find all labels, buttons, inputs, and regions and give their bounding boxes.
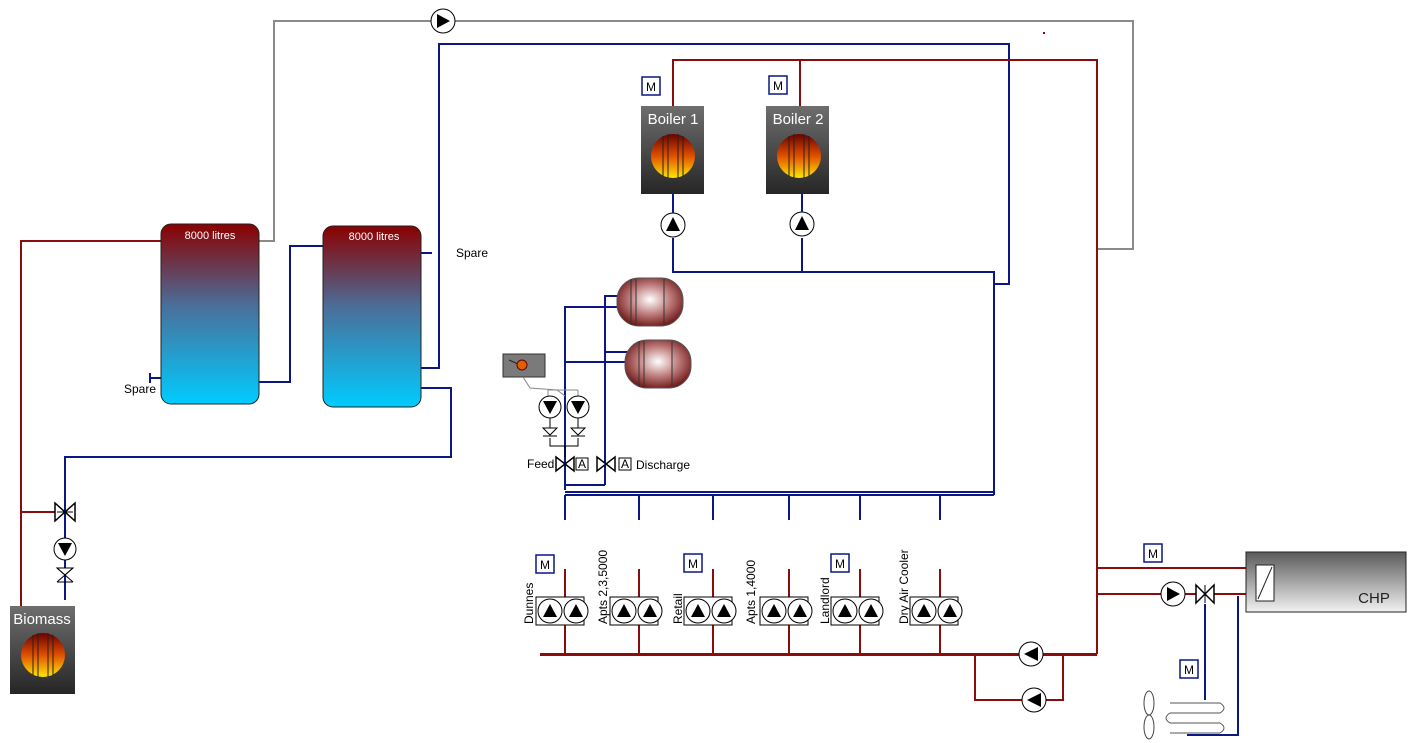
circuit-label: Dunnes (522, 583, 536, 624)
feed-valve[interactable]: A (555, 455, 589, 473)
return-pipework (64, 43, 1239, 736)
spare-label-tank-2: Spare (456, 246, 488, 260)
pressurisation-pump-1[interactable] (538, 395, 562, 419)
svg-text:M: M (540, 558, 550, 572)
spare-label-tank-1: Spare (124, 382, 156, 396)
expansion-vessel-2 (624, 339, 692, 389)
chp-mixing-valve[interactable] (1195, 583, 1215, 605)
pressurisation-controller[interactable] (502, 353, 566, 397)
discharge-label: Discharge (636, 458, 690, 472)
circuit-dry-air-cooler-twin-pump[interactable] (909, 596, 963, 626)
circuit-landlord-twin-pump[interactable] (830, 596, 884, 626)
motor-indicator: M (683, 553, 703, 573)
flow-pipework (20, 59, 1258, 701)
circuit-retail-twin-pump[interactable] (683, 596, 737, 626)
motor-indicator: M (830, 553, 850, 573)
circuit-apts-235000-twin-pump[interactable] (609, 596, 663, 626)
check-valve-2 (569, 427, 587, 437)
buffer-tank-1: 8000 litres (160, 223, 260, 405)
flame-icon (21, 633, 65, 677)
check-valve-1 (541, 427, 559, 437)
circuit-label: Apts 2,3,5000 (596, 550, 610, 624)
feed-valve-actuator-label: A (578, 457, 586, 471)
biomass-label: Biomass (13, 611, 71, 628)
discharge-valve-actuator-label: A (621, 457, 629, 471)
svg-text:M: M (1184, 663, 1194, 677)
fan-icon (1143, 690, 1155, 740)
circuit-dunnes-twin-pump[interactable] (535, 596, 589, 626)
boiler-2[interactable]: Boiler 2 (766, 106, 829, 194)
svg-text:M: M (773, 79, 783, 93)
feed-label: Feed (527, 457, 554, 471)
circuit-apts-14000-twin-pump[interactable] (759, 596, 813, 626)
motor-indicator: M (768, 75, 788, 95)
boiler-2-pump[interactable] (789, 211, 815, 237)
flame-icon (777, 134, 821, 178)
motor-indicator: M (641, 76, 661, 96)
biomass-pump[interactable] (53, 537, 77, 561)
circuit-label: Landlord (818, 577, 832, 624)
circuit-label: Retail (671, 593, 685, 624)
tank-1-label: 8000 litres (185, 230, 236, 242)
buffer-tank-2: 8000 litres (322, 225, 422, 408)
bypass-pump[interactable] (430, 8, 456, 34)
boiler-1-pump[interactable] (660, 212, 686, 238)
boiler-1-label: Boiler 1 (648, 111, 699, 128)
biomass-boiler[interactable]: Biomass (10, 606, 75, 694)
svg-text:M: M (646, 80, 656, 94)
motor-indicator: M (1179, 659, 1199, 679)
flame-icon (651, 134, 695, 178)
svg-text:M: M (688, 557, 698, 571)
tank-2-label: 8000 litres (349, 231, 400, 243)
circuit-label: Apts 1,4000 (744, 560, 758, 624)
biomass-check-valve (55, 567, 75, 583)
primary-return-pump-2[interactable] (1021, 687, 1047, 713)
chp-label: CHP (1358, 590, 1390, 607)
biomass-mixing-valve[interactable] (54, 501, 76, 523)
expansion-vessel-1 (616, 277, 684, 327)
chp-unit[interactable]: CHP (1245, 551, 1407, 613)
boiler-1[interactable]: Boiler 1 (641, 106, 704, 194)
motor-indicator: M (535, 554, 555, 574)
primary-return-pump-1[interactable] (1018, 641, 1044, 667)
boiler-2-label: Boiler 2 (773, 111, 824, 128)
pressurisation-pump-2[interactable] (566, 395, 590, 419)
chp-pump[interactable] (1160, 581, 1186, 607)
bypass-pipework (259, 20, 1134, 250)
circuit-label: Dry Air Cooler (897, 549, 911, 624)
dry-air-cooler (1143, 690, 1225, 740)
svg-text:M: M (835, 557, 845, 571)
discharge-valve[interactable]: A (596, 455, 632, 473)
svg-text:M: M (1148, 547, 1158, 561)
motor-indicator: M (1143, 543, 1163, 563)
